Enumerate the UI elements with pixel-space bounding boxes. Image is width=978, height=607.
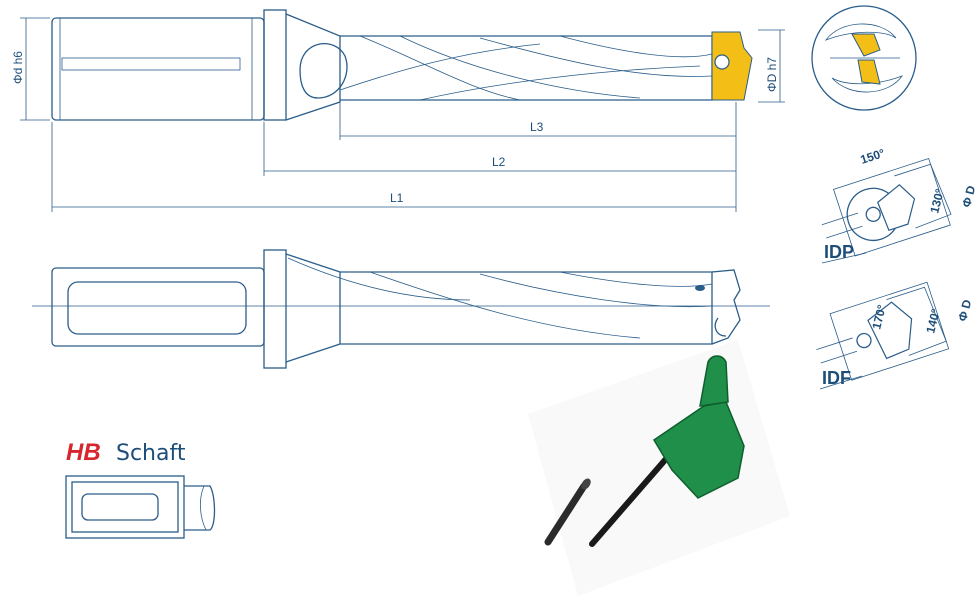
idf-diameter: Φ D — [955, 298, 974, 323]
shank — [51, 17, 265, 121]
l3-label: L3 — [530, 120, 544, 134]
drill-side-view-top: ΦD h7 Φd h6 L3 L2 L1 — [11, 9, 785, 212]
insert-yellow — [711, 31, 753, 101]
idp-name: IDP — [824, 242, 854, 262]
shank-flat — [61, 57, 241, 71]
idp-insert-detail — [821, 157, 952, 257]
l1-label: L1 — [390, 191, 404, 205]
brand-schaft: Schaft — [116, 441, 186, 466]
wrench-shaft — [589, 449, 675, 547]
brand-hb: HB — [66, 439, 101, 466]
l2-label: L2 — [492, 155, 506, 169]
flange-taper — [285, 13, 341, 121]
idp-angle-b: 130° — [927, 187, 947, 215]
drill-side-view-bottom — [32, 249, 770, 369]
insert-screw-part — [544, 482, 588, 546]
idf-angle-a: 170° — [869, 303, 889, 331]
idf-angle-b: 140° — [923, 307, 943, 335]
hb-shank-icon — [65, 475, 185, 539]
hb-schaft-logo: HB Schaft — [65, 439, 216, 539]
idp-angle-a: 150° — [859, 146, 887, 167]
flange — [263, 9, 287, 121]
shank-diameter-label: Φd h6 — [11, 51, 25, 84]
shank-flat-bottom — [67, 281, 247, 335]
idf-insert-detail — [816, 281, 950, 381]
insert-screw — [714, 54, 730, 70]
drill-end-view — [811, 5, 917, 111]
wrench-and-screw — [528, 340, 790, 596]
idp-diameter: Φ D — [959, 184, 978, 209]
end-view-circle — [811, 5, 917, 111]
drill-diameter-label: ΦD h7 — [765, 57, 779, 92]
idf-name: IDF — [822, 368, 851, 388]
